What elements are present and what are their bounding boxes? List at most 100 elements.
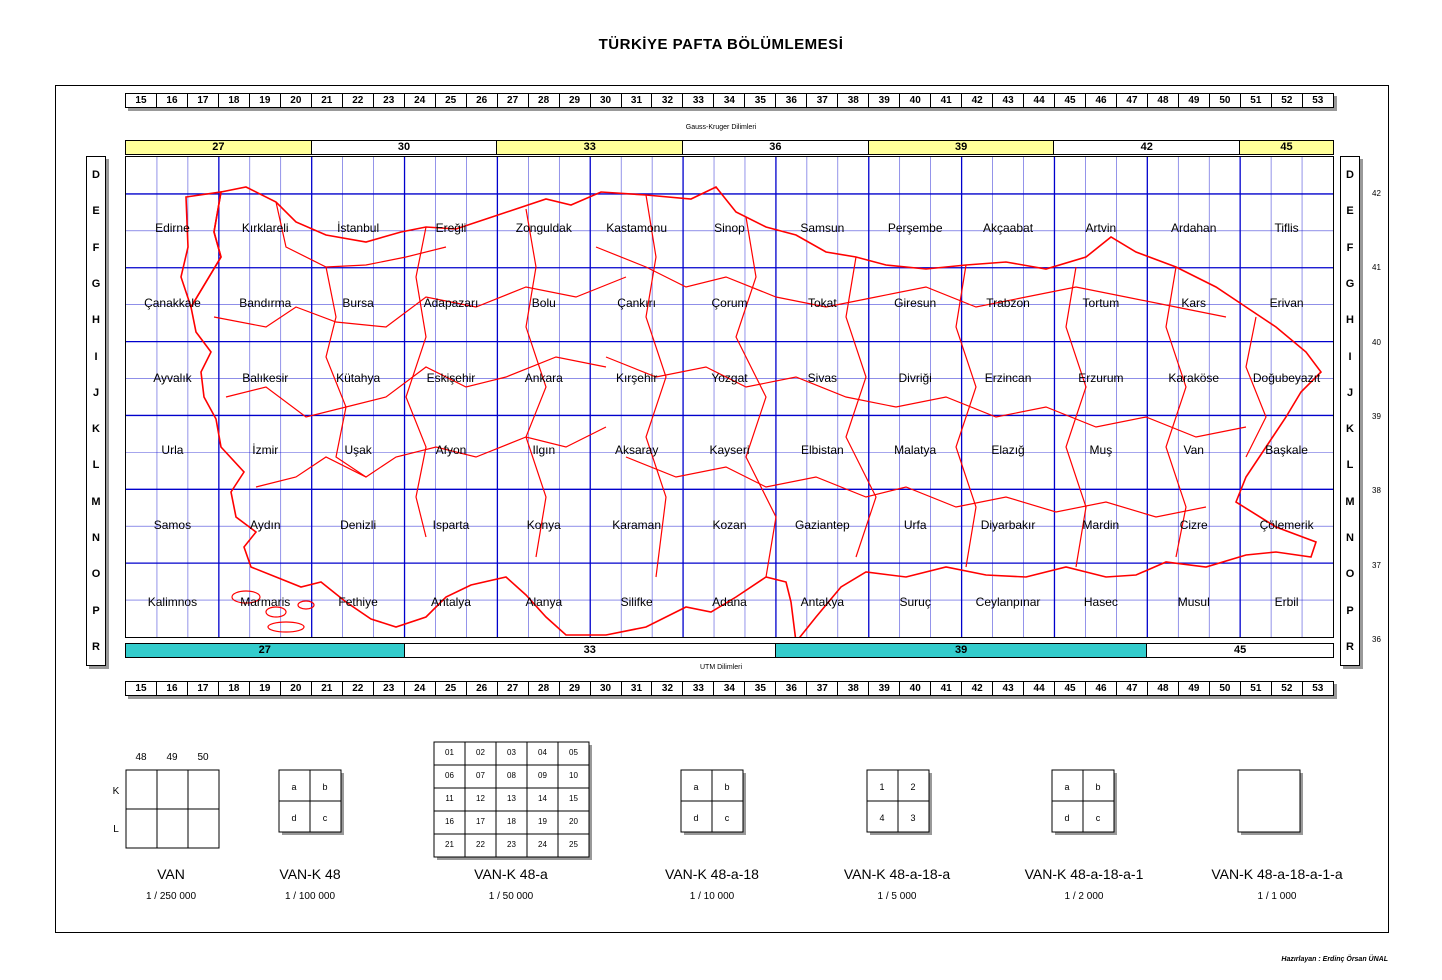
longitude-number: 53 <box>1312 683 1324 694</box>
row-letter: N <box>92 531 100 544</box>
longitude-number: 19 <box>250 94 281 107</box>
legend-vank48a18a1a-scale: 1 / 1 000 <box>1257 891 1297 902</box>
legend-vank48-scale: 1 / 100 000 <box>284 891 336 902</box>
zone-label: 33 <box>404 644 776 657</box>
row-letter: K <box>92 423 100 436</box>
longitude-number: 21 <box>312 94 343 107</box>
legend-cell-label: 2 <box>910 782 915 792</box>
longitude-number: 34 <box>714 94 746 107</box>
city-label: Samos <box>154 518 191 532</box>
row-letter: R <box>92 640 100 653</box>
city-label: Kütahya <box>336 371 380 385</box>
longitude-number: 38 <box>838 682 870 695</box>
city-label: Kalimnos <box>148 595 197 609</box>
longitude-number: 52 <box>1272 682 1303 695</box>
longitude-number: 15 <box>126 94 157 107</box>
longitude-number: 28 <box>529 94 560 107</box>
longitude-number: 50 <box>1210 682 1241 695</box>
longitude-number: 41 <box>931 94 963 107</box>
longitude-number: 32 <box>652 94 684 107</box>
longitude-number: 49 <box>1179 682 1210 695</box>
row-letter: J <box>1346 386 1354 399</box>
row-letter: O <box>1345 568 1355 581</box>
city-label: Erbil <box>1275 595 1299 609</box>
row-letter: H <box>92 314 100 327</box>
province-border <box>213 276 627 328</box>
legend-cell-label: 03 <box>507 748 516 757</box>
zone-label: 45 <box>1240 141 1333 154</box>
legend-cell-label: 50 <box>197 752 209 763</box>
row-letter: G <box>1345 277 1355 290</box>
province-border <box>1245 316 1267 458</box>
zone-label: 27 <box>126 644 405 657</box>
legend-cell-label: c <box>1096 813 1101 823</box>
province-border <box>625 456 1207 518</box>
longitude-number: 22 <box>343 682 374 695</box>
longitude-number: 44 <box>1024 682 1056 695</box>
city-label: Mardin <box>1083 518 1120 532</box>
city-label: Kars <box>1181 296 1206 310</box>
province-border <box>605 356 1247 438</box>
legend-cell-label: L <box>113 824 119 835</box>
longitude-number: 23 <box>374 682 405 695</box>
province-border <box>1065 266 1087 568</box>
city-label: Çölemerik <box>1260 518 1315 532</box>
legend-cell-label: c <box>323 813 328 823</box>
row-letter: N <box>1346 531 1354 544</box>
city-label: Elbistan <box>801 443 844 457</box>
city-label: Bandırma <box>239 296 291 310</box>
city-label: Ankara <box>525 371 563 385</box>
longitude-number: 35 <box>745 682 777 695</box>
row-letter: H <box>1346 314 1354 327</box>
city-label: İzmir <box>252 443 278 457</box>
city-label: Kozan <box>712 518 746 532</box>
row-letter: F <box>1346 241 1354 254</box>
longitude-number: 24 <box>405 682 436 695</box>
city-label: Kırklareli <box>242 221 289 235</box>
zone-label: 39 <box>868 141 1055 154</box>
longitude-number: 40 <box>900 682 932 695</box>
row-letter: E <box>92 205 100 218</box>
longitude-number: 16 <box>157 94 188 107</box>
legend-vank48a18a-name: VAN-K 48-a-18-a <box>843 866 951 882</box>
city-label: Erzincan <box>985 371 1032 385</box>
zone-label: 45 <box>1147 644 1333 657</box>
zone-label: 30 <box>311 141 498 154</box>
legend-vank48-name: VAN-K 48 <box>279 866 341 882</box>
row-letter: M <box>91 495 101 508</box>
city-label: Silifke <box>621 595 653 609</box>
legend-cell-label: d <box>1064 813 1069 823</box>
longitude-number: 17 <box>188 682 219 695</box>
longitude-number: 20 <box>281 94 312 107</box>
longitude-number: 28 <box>529 682 560 695</box>
legend-cell-label: 07 <box>476 771 485 780</box>
longitude-number: 42 <box>962 682 994 695</box>
legend-cell-label: 13 <box>507 794 516 803</box>
row-letter: G <box>91 277 101 290</box>
legend-cell-label: 05 <box>569 748 578 757</box>
zone-label: 42 <box>1054 141 1241 154</box>
longitude-number: 27 <box>498 682 529 695</box>
latitude-label: 42 <box>1372 189 1381 198</box>
legend-cell-label: K <box>113 786 120 797</box>
longitude-number: 45 <box>1055 682 1087 695</box>
city-label: Kırşehir <box>616 371 657 385</box>
city-label: Çanakkale <box>144 296 201 310</box>
longitude-number: 29 <box>560 94 591 107</box>
zone-label: 33 <box>497 141 684 154</box>
row-letter: E <box>1346 205 1354 218</box>
legend-van-scale: 1 / 250 000 <box>145 891 197 902</box>
province-border <box>845 256 877 558</box>
province-border <box>325 266 367 478</box>
legend-cell-label: 11 <box>445 794 454 803</box>
city-label: Çankırı <box>617 296 656 310</box>
legend-cell-label: 15 <box>569 794 578 803</box>
city-label: Zonguldak <box>516 221 573 235</box>
legend-cell-label: a <box>1064 782 1069 792</box>
longitude-number: 37 <box>807 682 839 695</box>
city-label: Bursa <box>342 296 374 310</box>
longitude-number: 41 <box>931 682 963 695</box>
